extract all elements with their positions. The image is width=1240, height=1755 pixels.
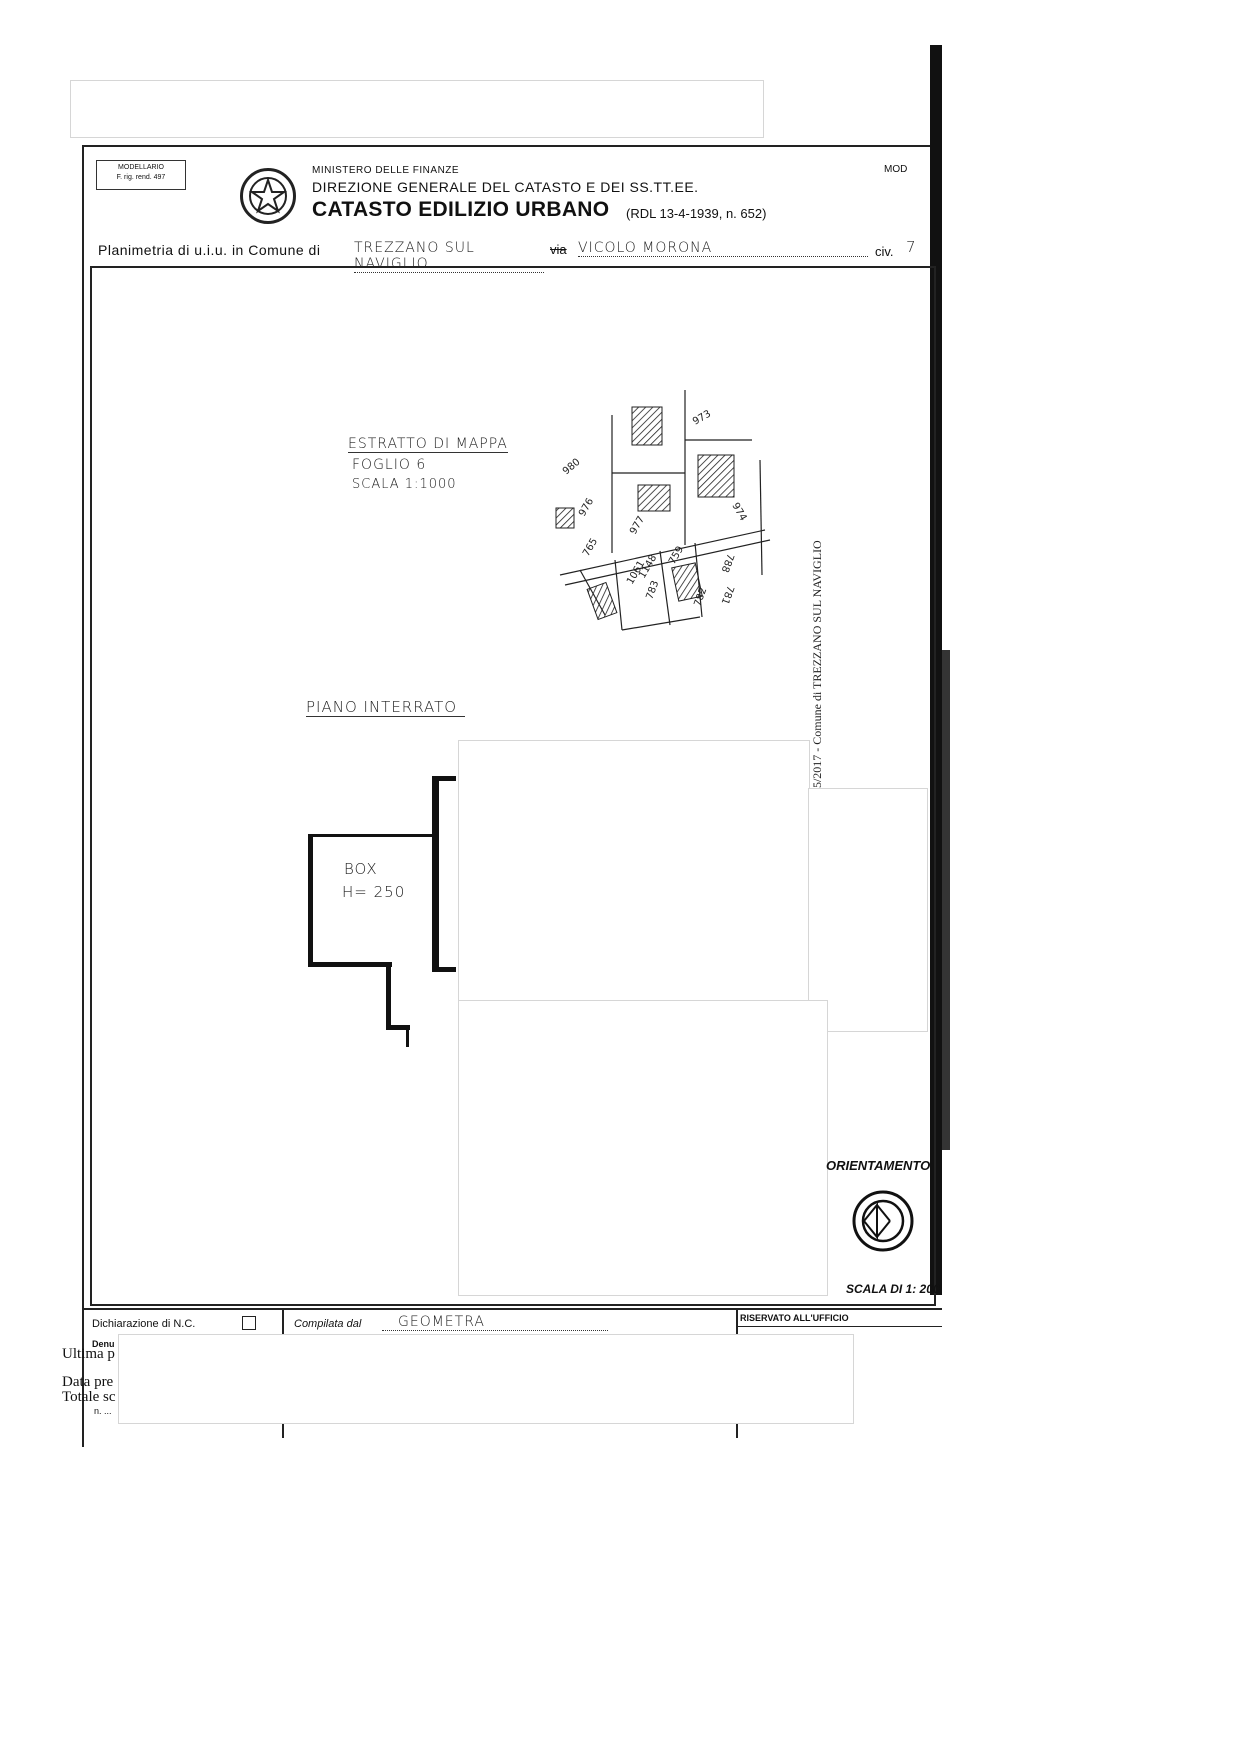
planimetria-prefix: Planimetria di u.i.u. in Comune di xyxy=(98,242,321,258)
wall xyxy=(308,962,392,967)
model-box-line2: F. rig. rend. 497 xyxy=(116,174,166,181)
doc-title: CATASTO EDILIZIO URBANO xyxy=(312,198,610,221)
ministry-label: MINISTERO DELLE FINANZE xyxy=(312,165,460,176)
wall xyxy=(432,776,456,781)
wall xyxy=(386,1025,410,1030)
scan-edge-lower xyxy=(942,650,950,1150)
via-label: via xyxy=(550,242,567,257)
form-frame xyxy=(82,145,940,1447)
room-label: BOX xyxy=(344,860,378,878)
north-arrow-icon xyxy=(852,1190,914,1252)
scan-edge xyxy=(930,45,942,1295)
riservato-label: RISERVATO ALL'UFFICIO xyxy=(740,1313,849,1323)
compass-icon xyxy=(852,1190,914,1257)
mod-label: MOD xyxy=(884,164,908,175)
dichiarazione-label: Dichiarazione di N.C. xyxy=(92,1318,196,1330)
room-height: H= 250 xyxy=(342,883,406,901)
compilata-label: Compilata dal xyxy=(294,1318,362,1330)
parcel-label: 974 xyxy=(729,501,748,523)
parcel-label: 976 xyxy=(577,496,596,518)
wall xyxy=(406,1025,409,1047)
parcel-label: 765 xyxy=(581,536,600,558)
wall xyxy=(432,776,439,972)
redacted-plan-area xyxy=(458,1000,828,1296)
parcel-label: 980 xyxy=(561,457,583,478)
overlay-text: Totale sc xyxy=(62,1389,116,1405)
map-extract: 973 980 974 976 977 765 1061 1148 759 78… xyxy=(555,390,771,631)
denu-fragment: Denu xyxy=(92,1339,115,1349)
comune-value: TREZZANO SUL NAVIGLIO xyxy=(354,240,544,273)
parcel-label: 781 xyxy=(719,584,736,606)
floor-title: PIANO INTERRATO xyxy=(306,698,466,717)
footer-top-rule xyxy=(82,1308,942,1310)
decree-label: (RDL 13-4-1939, n. 652) xyxy=(626,206,767,221)
overlay-text: Ultima p xyxy=(62,1346,115,1362)
model-box: MODELLARIO F. rig. rend. 497 xyxy=(96,160,186,190)
civ-label: civ. xyxy=(875,244,894,259)
mappa-foglio: FOGLIO 6 xyxy=(352,457,427,473)
wall xyxy=(308,834,436,837)
compilata-value: GEOMETRA xyxy=(382,1314,608,1331)
wall xyxy=(308,834,313,966)
star-icon xyxy=(248,176,288,215)
redacted-plan-area xyxy=(808,788,928,1032)
republic-emblem-icon xyxy=(240,168,296,224)
scale-label: SCALA DI 1: 200 xyxy=(846,1282,940,1296)
orientation-label: ORIENTAMENTO xyxy=(826,1158,931,1173)
wall xyxy=(386,962,391,1030)
model-box-line1: MODELLARIO xyxy=(118,164,164,171)
mappa-title: ESTRATTO DI MAPPA xyxy=(348,436,508,453)
n-fragment: n. ... xyxy=(94,1406,112,1416)
via-value: VICOLO MORONA xyxy=(578,240,868,257)
wall xyxy=(432,967,456,972)
parcel-label: 783 xyxy=(644,579,661,601)
dichiarazione-checkbox[interactable] xyxy=(242,1316,256,1330)
footer-rule xyxy=(736,1326,942,1327)
redacted-plan-area xyxy=(458,740,810,1002)
civ-value: 7 xyxy=(906,238,917,256)
redacted-header-box xyxy=(70,80,764,138)
mappa-scala: SCALA 1:1000 xyxy=(352,477,457,492)
parcel-label: 977 xyxy=(628,514,647,536)
parcel-label: 973 xyxy=(691,409,713,428)
parcel-label: 788 xyxy=(719,552,736,574)
overlay-text: Data pre xyxy=(62,1374,114,1390)
drawing-area xyxy=(90,266,936,1306)
footer-bottom-rule xyxy=(82,1436,84,1446)
redacted-footer-box xyxy=(118,1334,854,1424)
direction-label: DIREZIONE GENERALE DEL CATASTO E DEI SS.… xyxy=(312,179,699,195)
